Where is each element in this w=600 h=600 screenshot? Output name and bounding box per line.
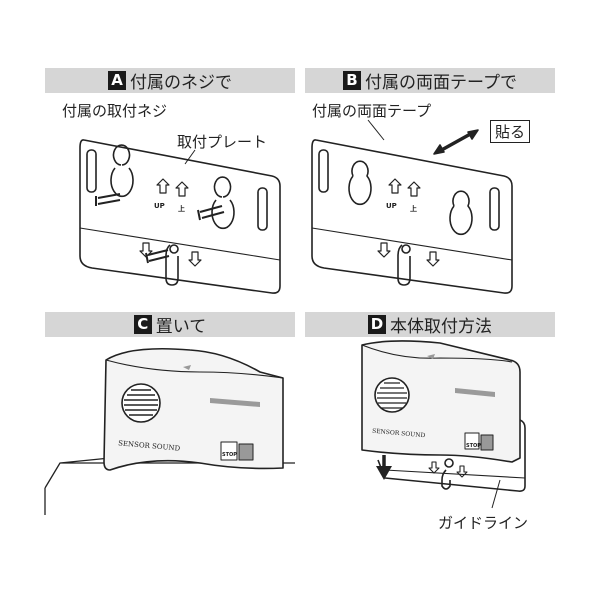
- label-screw: 付属の取付ネジ: [62, 102, 168, 120]
- device-c: [44, 347, 295, 515]
- panel-letter: D: [368, 315, 386, 334]
- panel-title: 本体取付方法: [390, 317, 492, 337]
- label-guide-line: ガイドライン: [438, 514, 529, 532]
- header-panel-c: C 置いて: [45, 312, 295, 337]
- device-d: [361, 340, 526, 509]
- panel-letter: B: [343, 71, 361, 90]
- panel-title: 置いて: [155, 317, 207, 337]
- mounting-plate-a: [79, 139, 281, 294]
- label-plate: 取付プレート: [177, 133, 268, 151]
- panel-letter: C: [133, 315, 152, 334]
- label-stick: 貼る: [490, 120, 531, 143]
- panel-title: 付属のネジで: [130, 73, 232, 93]
- mounting-plate-b: [311, 119, 513, 294]
- label-tape: 付属の両面テープ: [312, 102, 432, 120]
- header-panel-b: B 付属の両面テープで: [305, 68, 555, 93]
- panel-title: 付属の両面テープで: [365, 73, 517, 93]
- header-panel-a: A 付属のネジで: [45, 68, 295, 93]
- up-label-jp: 上: [178, 205, 185, 213]
- stop-button-label: STOP: [222, 452, 237, 458]
- panel-letter: A: [108, 71, 126, 90]
- up-label: UP: [386, 202, 397, 210]
- up-label-jp: 上: [410, 205, 417, 213]
- up-label: UP: [154, 202, 165, 210]
- stop-button-label: STOP: [466, 443, 481, 449]
- header-panel-d: D 本体取付方法: [305, 312, 555, 337]
